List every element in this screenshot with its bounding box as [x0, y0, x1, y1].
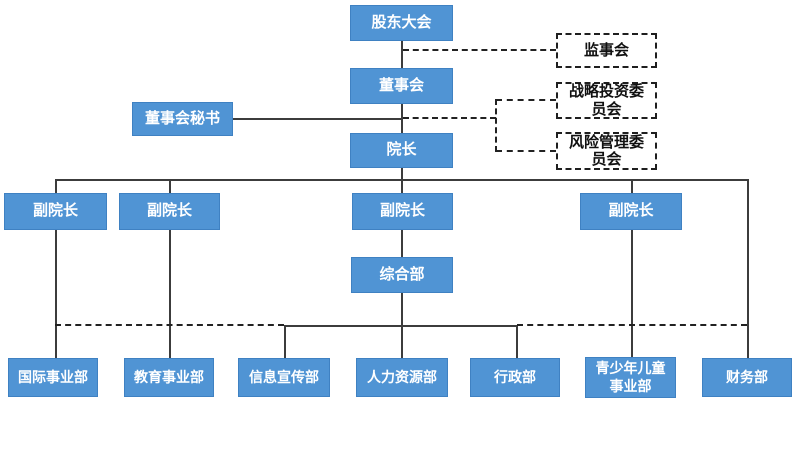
node-label: 国际事业部 — [18, 368, 88, 385]
connector-line-vp1 — [55, 179, 57, 193]
node-label: 副院长 — [379, 202, 425, 220]
connector-secretary-trunk — [233, 118, 402, 120]
node-shareholders-meeting: 股东大会 — [350, 5, 453, 41]
connector-dashed-bracket-vertical — [495, 99, 497, 152]
node-label: 战略投资委员会 — [568, 83, 644, 118]
connector-line-admin — [516, 325, 518, 358]
connector-line-vp4 — [631, 179, 633, 193]
connector-line-vp2 — [169, 179, 171, 193]
node-vice-dean-1: 副院长 — [4, 193, 107, 230]
connector-dept-line-dashed-left — [55, 324, 284, 326]
connector-vp2-education — [169, 230, 171, 358]
connector-dashed-strategic — [496, 99, 556, 101]
connector-vp1-international — [55, 230, 57, 358]
node-label: 董事会秘书 — [144, 109, 220, 127]
node-label: 财务部 — [726, 368, 768, 385]
node-risk-management-committee: 风险管理委员会 — [556, 132, 657, 170]
connector-line-finance — [747, 179, 749, 358]
node-label: 院长 — [386, 141, 417, 159]
node-youth-children-dept: 青少年儿童事业部 — [585, 357, 676, 398]
node-label: 副院长 — [32, 202, 78, 220]
node-hr-dept: 人力资源部 — [356, 358, 448, 397]
node-label: 行政部 — [494, 368, 536, 385]
node-vice-dean-2: 副院长 — [119, 193, 220, 230]
node-general-dept: 综合部 — [351, 257, 453, 293]
connector-vp3-general — [401, 230, 403, 257]
node-vice-dean-4: 副院长 — [580, 193, 682, 230]
connector-dashed-trunk-bracket — [403, 117, 496, 119]
node-board-of-directors: 董事会 — [350, 68, 453, 104]
connector-dept-line-solid — [284, 325, 517, 327]
connector-board-dean — [401, 104, 403, 133]
connector-dept-line-dashed-right — [517, 324, 747, 326]
node-board-secretary: 董事会秘书 — [132, 102, 233, 136]
node-label: 股东大会 — [371, 13, 432, 31]
node-label: 教育事业部 — [134, 368, 204, 385]
node-label: 董事会 — [378, 76, 424, 94]
node-international-dept: 国际事业部 — [8, 358, 98, 397]
node-dean: 院长 — [350, 133, 453, 168]
node-admin-dept: 行政部 — [470, 358, 560, 397]
connector-dashed-risk — [496, 150, 556, 152]
connector-vp4-youth — [631, 230, 633, 358]
node-vice-dean-3: 副院长 — [352, 193, 453, 230]
node-label: 青少年儿童事业部 — [595, 360, 666, 394]
node-label: 副院长 — [146, 202, 192, 220]
node-label: 副院长 — [608, 202, 654, 220]
node-education-dept: 教育事业部 — [124, 358, 214, 397]
node-label: 监事会 — [583, 41, 629, 59]
connector-line-info — [284, 325, 286, 358]
node-label: 信息宣传部 — [249, 368, 319, 385]
node-strategic-investment-committee: 战略投资委员会 — [556, 82, 657, 119]
connector-dashed-supervisory — [403, 49, 556, 51]
connector-shareholders-board — [401, 41, 403, 69]
node-finance-dept: 财务部 — [702, 358, 792, 397]
connector-vp-distribution-line — [55, 179, 749, 181]
node-supervisory-board: 监事会 — [556, 33, 657, 68]
node-label: 综合部 — [379, 265, 425, 283]
node-label: 人力资源部 — [367, 368, 437, 385]
node-label: 风险管理委员会 — [568, 133, 644, 168]
node-info-publicity-dept: 信息宣传部 — [238, 358, 330, 397]
